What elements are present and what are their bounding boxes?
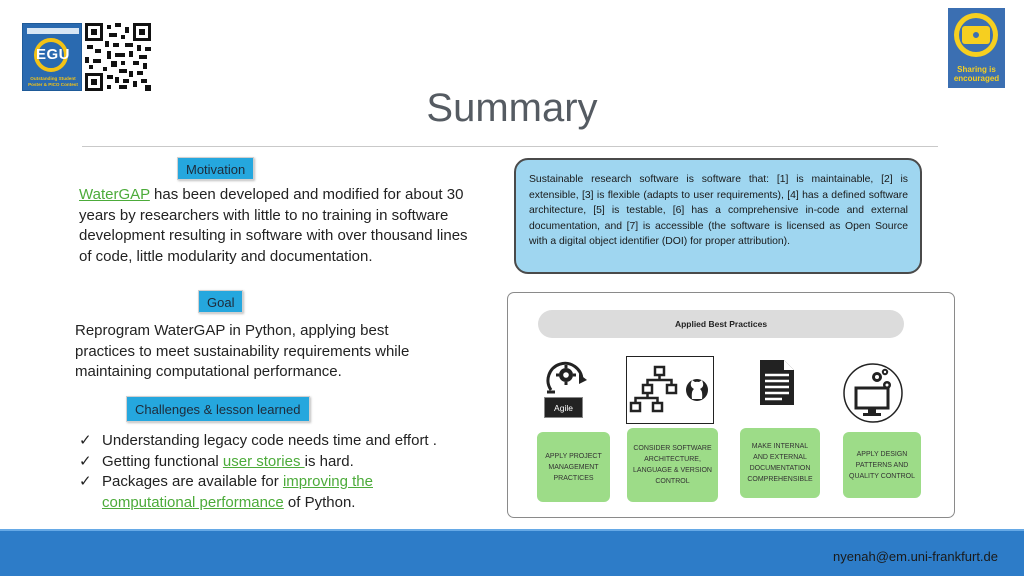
watergap-link[interactable]: WaterGAP <box>79 186 150 203</box>
camera-icon <box>962 26 990 44</box>
egu-logo: EGU Outstanding Student Poster & PICO Co… <box>22 23 82 91</box>
challenges-label: Challenges & lesson learned <box>126 396 310 422</box>
definition-text: Sustainable research software is softwar… <box>529 174 908 248</box>
challenge-text: is hard. <box>304 452 354 470</box>
challenge-text: Packages are available for <box>102 473 283 490</box>
egu-logo-word: EGU <box>35 46 70 63</box>
practice-card: CONSIDER SOFTWARE ARCHITECTURE, LANGUAGE… <box>627 428 718 502</box>
goal-text: Reprogram WaterGAP in Python, applying b… <box>75 322 410 380</box>
computer-settings-icon <box>843 363 903 423</box>
footer-bar <box>0 531 1024 576</box>
egu-logo-caption: Outstanding Student Poster & PICO Contes… <box>28 76 78 87</box>
footer-divider <box>0 529 1024 531</box>
agile-cycle-icon <box>546 361 587 394</box>
architecture-github-icon <box>626 356 714 424</box>
contact-email[interactable]: nyenah@em.uni-frankfurt.de <box>833 549 998 564</box>
goal-label: Goal <box>198 290 244 313</box>
check-icon: ✓ <box>79 452 92 470</box>
challenge-item: ✓ Packages are available for improving t… <box>79 472 402 513</box>
practice-card: MAKE INTERNAL AND EXTERNAL DOCUMENTATION… <box>740 428 820 498</box>
check-icon: ✓ <box>79 432 92 449</box>
check-icon: ✓ <box>79 473 92 490</box>
agile-label: Agile <box>544 397 583 418</box>
sharing-encouraged-logo: Sharing is encouraged <box>948 8 1005 88</box>
qr-code-icon <box>85 23 151 91</box>
definition-box <box>514 158 922 274</box>
egu-logo-ring <box>34 38 68 72</box>
document-icon <box>760 360 794 405</box>
challenge-text: of Python. <box>283 493 356 511</box>
sharing-logo-caption: Sharing is encouraged <box>953 65 1000 83</box>
challenge-text: Getting functional <box>102 452 223 470</box>
practice-card: APPLY PROJECT MANAGEMENT PRACTICES <box>537 432 610 502</box>
challenge-text: Understanding legacy code needs time and… <box>102 432 437 449</box>
title-divider <box>82 146 938 147</box>
challenges-list: ✓ Understanding legacy code needs time a… <box>79 431 499 513</box>
best-practices-title: Applied Best Practices <box>538 310 904 338</box>
motivation-body: has been developed and modified for abou… <box>79 186 468 265</box>
practice-card: APPLY DESIGN PATTERNS AND QUALITY CONTRO… <box>843 432 921 498</box>
motivation-text: WaterGAP has been developed and modified… <box>79 185 471 267</box>
performance-link[interactable]: improving the computational performance <box>102 473 373 511</box>
egu-logo-bar <box>27 28 79 34</box>
page-title: Summary <box>426 86 598 130</box>
challenge-item: ✓ Getting functional user stories is har… <box>79 452 499 473</box>
user-stories-link[interactable]: user stories <box>222 452 305 470</box>
motivation-label: Motivation <box>177 157 255 180</box>
challenge-item: ✓ Understanding legacy code needs time a… <box>79 431 499 452</box>
